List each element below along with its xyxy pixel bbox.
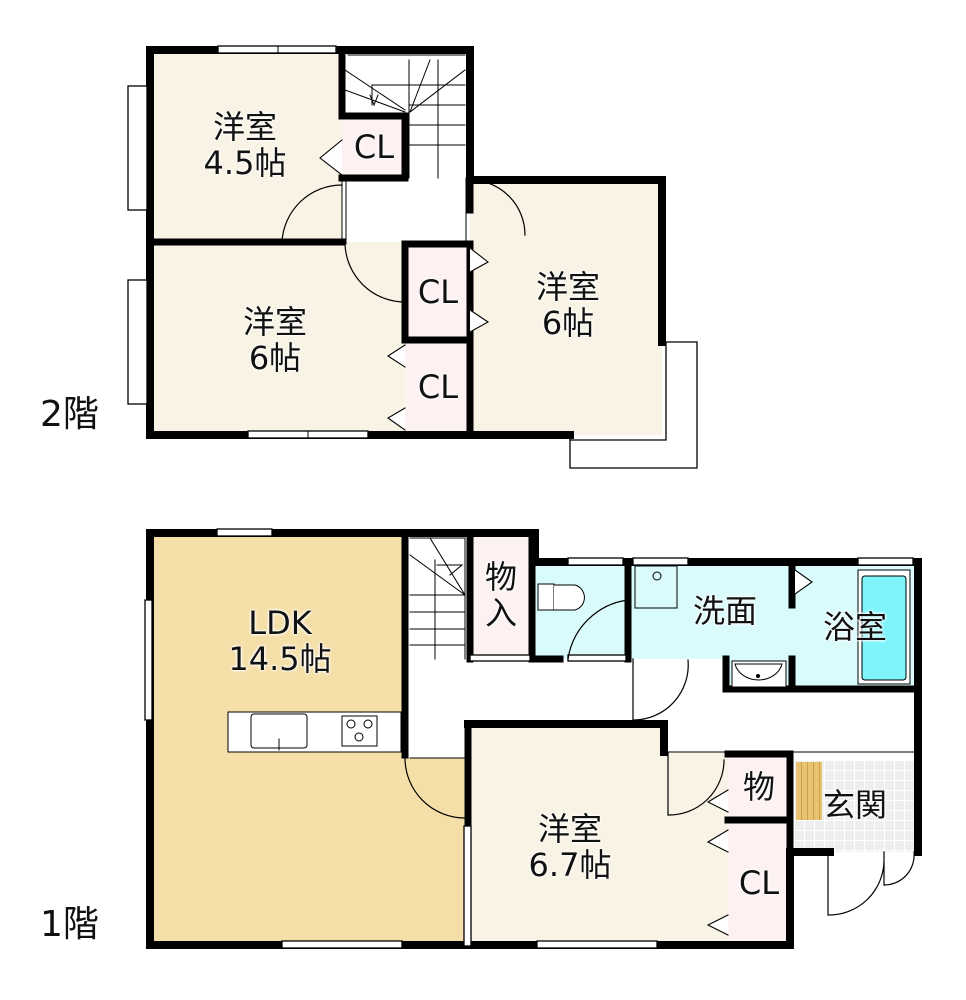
label-closet-1f: CL [738,864,780,902]
room-small-storage [728,754,790,820]
floor-label-1f: 1階 [40,904,99,945]
room-2f-6-left [150,242,405,435]
room-closet-1f [728,822,790,945]
closet-2f-mid [405,244,470,340]
label-closet-2f-bottom: CL [417,368,459,406]
label-closet-2f-mid: CL [417,273,459,311]
room-2f-4.5 [150,50,342,242]
label-washroom: 洗面 [692,592,757,630]
room-storage [470,533,532,659]
label-small-storage: 物 [742,768,775,806]
room-bedroom-1f-ext [664,752,728,945]
label-storage: 物入 [484,558,517,632]
room-bedroom-1f [468,724,664,945]
label-entrance: 玄関 [822,786,887,824]
closet-2f-bottom [405,340,470,435]
floor-label-2f: 2階 [40,394,99,435]
label-bathroom: 浴室 [822,608,887,646]
entrance-step [796,762,822,820]
label-closet-2f-top: CL [353,128,395,166]
closet-2f-top [342,116,404,178]
room-2f-6-right [470,180,662,435]
